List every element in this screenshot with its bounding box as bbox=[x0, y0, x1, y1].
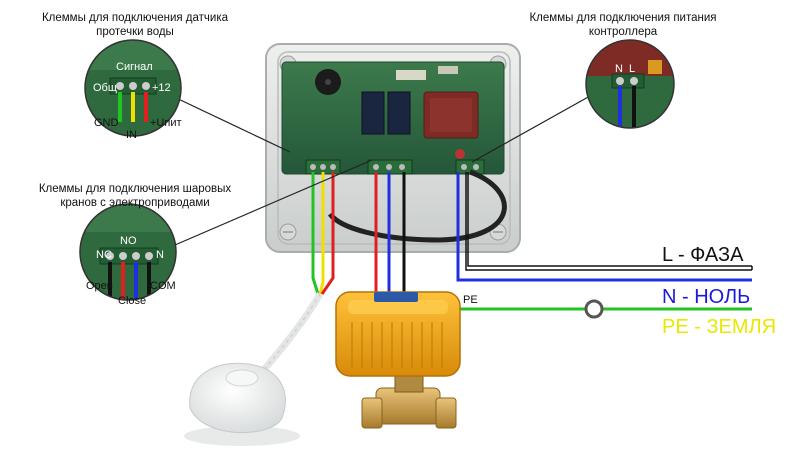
terminal-block-sensor bbox=[305, 159, 341, 175]
valve-terminals-caption-line1: Клеммы для подключения шаровых bbox=[38, 183, 232, 195]
mains-wires bbox=[456, 172, 753, 319]
relay bbox=[361, 91, 385, 135]
power-terminals-caption-line2: контроллера bbox=[588, 26, 658, 38]
valve-wires bbox=[374, 172, 406, 296]
label-plus12: +12 bbox=[152, 82, 171, 94]
terminal-block-valve bbox=[367, 159, 413, 175]
sensor-wires bbox=[259, 172, 335, 375]
terminal-block-power bbox=[455, 159, 485, 175]
leak-sensor bbox=[184, 362, 300, 446]
label-signal: Сигнал bbox=[116, 61, 153, 73]
legend-earth: PE - ЗЕМЛЯ bbox=[662, 316, 777, 338]
earth-terminal bbox=[584, 299, 604, 319]
relay bbox=[387, 91, 411, 135]
sensor-terminals-caption-line1: Клеммы для подключения датчика bbox=[41, 12, 229, 24]
ball-valve bbox=[335, 291, 461, 429]
power-terminals-caption-line1: Клеммы для подключения питания bbox=[529, 12, 717, 24]
label-upit: +Uпит bbox=[150, 117, 182, 129]
power-terminals-caption: Клеммы для подключения питания контролле… bbox=[508, 11, 738, 39]
controller-box bbox=[265, 43, 521, 253]
label-common: Общ bbox=[93, 82, 117, 94]
label-no: NO bbox=[120, 235, 137, 247]
label-in: IN bbox=[126, 129, 137, 141]
legend-neutral: N - НОЛЬ bbox=[662, 286, 751, 308]
valve-terminals-caption: Клеммы для подключения шаровых кранов с … bbox=[30, 182, 240, 210]
label-gnd: GND bbox=[94, 117, 119, 129]
pe-wire-label: PE bbox=[463, 294, 478, 306]
sensor-terminals-caption: Клеммы для подключения датчика протечки … bbox=[30, 11, 240, 39]
callout-power-terminals: N L bbox=[585, 39, 675, 129]
label-power-l: L bbox=[629, 63, 635, 75]
legend-phase: L - ФАЗА bbox=[662, 244, 744, 266]
label-com: COM bbox=[150, 280, 176, 292]
leader-lines bbox=[167, 95, 591, 249]
label-valve-n: N bbox=[156, 249, 164, 261]
label-power-n: N bbox=[615, 63, 623, 75]
valve-terminals-caption-line2: кранов с электроприводами bbox=[60, 197, 210, 209]
label-nc: NC bbox=[96, 249, 112, 261]
label-close: Close bbox=[118, 295, 146, 307]
sensor-terminals-caption-line2: протечки воды bbox=[96, 26, 174, 38]
callout-sensor-terminals: Сигнал Общ +12 bbox=[84, 39, 182, 137]
label-open: Open bbox=[86, 280, 113, 292]
